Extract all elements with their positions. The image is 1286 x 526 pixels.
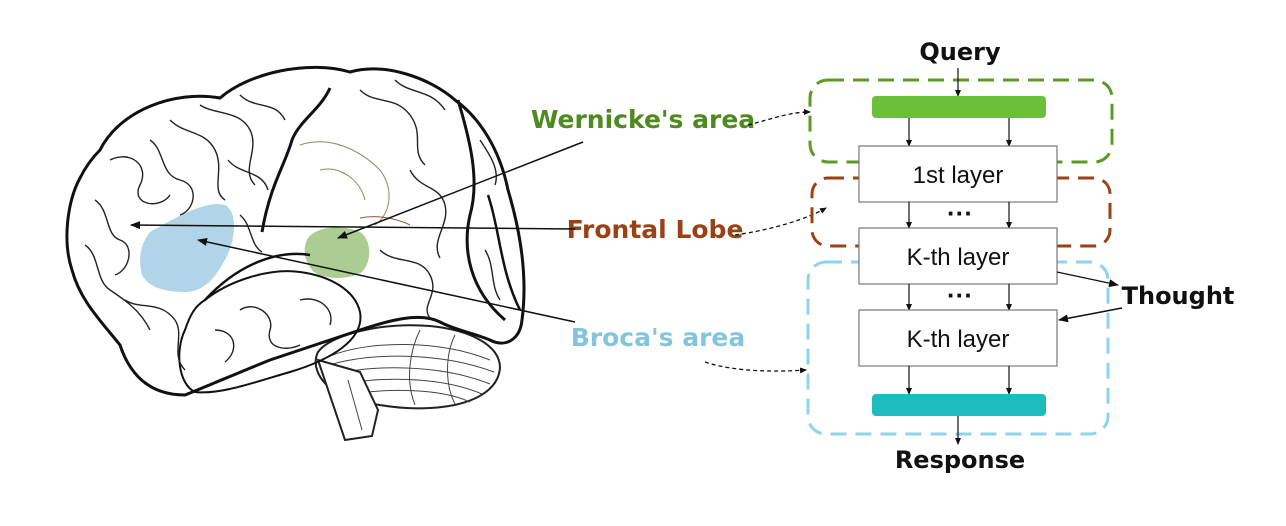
first-layer-label: 1st layer (913, 162, 1004, 189)
kth-layer-label-a: K-th layer (907, 244, 1010, 271)
kth-layer-box-b (858, 309, 1058, 367)
broca-label: Broca's area (571, 323, 746, 352)
first-layer-box (858, 145, 1058, 203)
frontal-connector (734, 207, 827, 236)
wernicke-pointer (337, 141, 584, 239)
query-bar (872, 96, 1046, 118)
response-bar (872, 394, 1046, 416)
broca-pointer (197, 238, 576, 323)
thought-arrow-out (1058, 307, 1123, 323)
ellipsis-bottom: ··· (947, 280, 973, 310)
query-label: Query (919, 38, 1001, 66)
brain-illustration (65, 65, 526, 442)
thought-arrow-in (1056, 271, 1119, 288)
response-label: Response (895, 446, 1025, 474)
broca-connector (704, 361, 807, 374)
wernicke-connector (747, 109, 811, 126)
kth-layer-label-b: K-th layer (907, 326, 1010, 353)
thought-label: Thought (1122, 282, 1235, 310)
gyri-lines (84, 79, 501, 371)
frontal-pointer (130, 221, 576, 230)
wernicke-label: Wernicke's area (531, 105, 755, 134)
kth-layer-box-a (858, 227, 1058, 285)
wernicke-region (304, 227, 370, 278)
frontal-lobe-label: Frontal Lobe (567, 215, 744, 244)
cerebrum-outline (65, 65, 526, 397)
brain-stem (316, 358, 380, 442)
ellipsis-top: ··· (947, 198, 973, 228)
